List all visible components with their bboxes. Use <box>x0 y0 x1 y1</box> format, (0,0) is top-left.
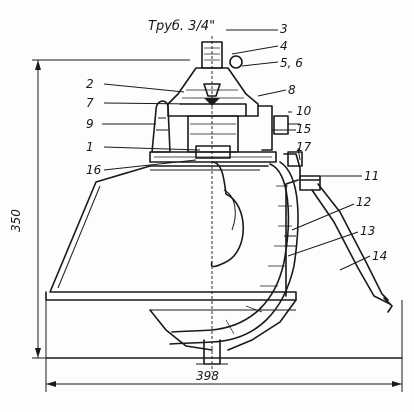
lamp-bulb <box>210 161 245 268</box>
callout-7: 7 <box>86 96 94 110</box>
callout-2: 2 <box>86 77 94 91</box>
height-dimension-line <box>32 59 190 359</box>
callout-8: 8 <box>288 83 296 97</box>
diagonal-arm <box>311 183 393 313</box>
lower-cage <box>149 299 297 365</box>
callout-17: 17 <box>296 140 312 154</box>
callout-1: 1 <box>86 140 94 154</box>
callout-3: 3 <box>280 22 288 36</box>
callout-5-6: 5, 6 <box>280 56 303 70</box>
height-dimension-value: 350 <box>9 209 23 232</box>
protective-guard <box>169 161 299 345</box>
left-insulator <box>151 100 171 153</box>
callout-14: 14 <box>372 249 388 263</box>
callout-12: 12 <box>356 195 372 209</box>
flange <box>149 151 277 163</box>
side-bracket <box>283 151 321 297</box>
pipe-size-label: Труб. 3/4" <box>148 19 216 34</box>
pipe-fitting <box>201 41 243 69</box>
callout-4: 4 <box>280 39 288 53</box>
base-plate <box>45 300 403 359</box>
leader-lines <box>102 29 371 271</box>
callout-10: 10 <box>296 104 312 118</box>
callout-15: 15 <box>296 122 312 136</box>
reflector-shade <box>45 165 297 301</box>
callout-16: 16 <box>86 163 102 177</box>
callout-11: 11 <box>364 169 380 183</box>
width-dimension-line <box>45 300 403 392</box>
callout-9: 9 <box>86 117 94 131</box>
width-dimension-value: 398 <box>196 369 219 383</box>
top-cap <box>167 67 259 117</box>
callout-13: 13 <box>360 224 376 238</box>
